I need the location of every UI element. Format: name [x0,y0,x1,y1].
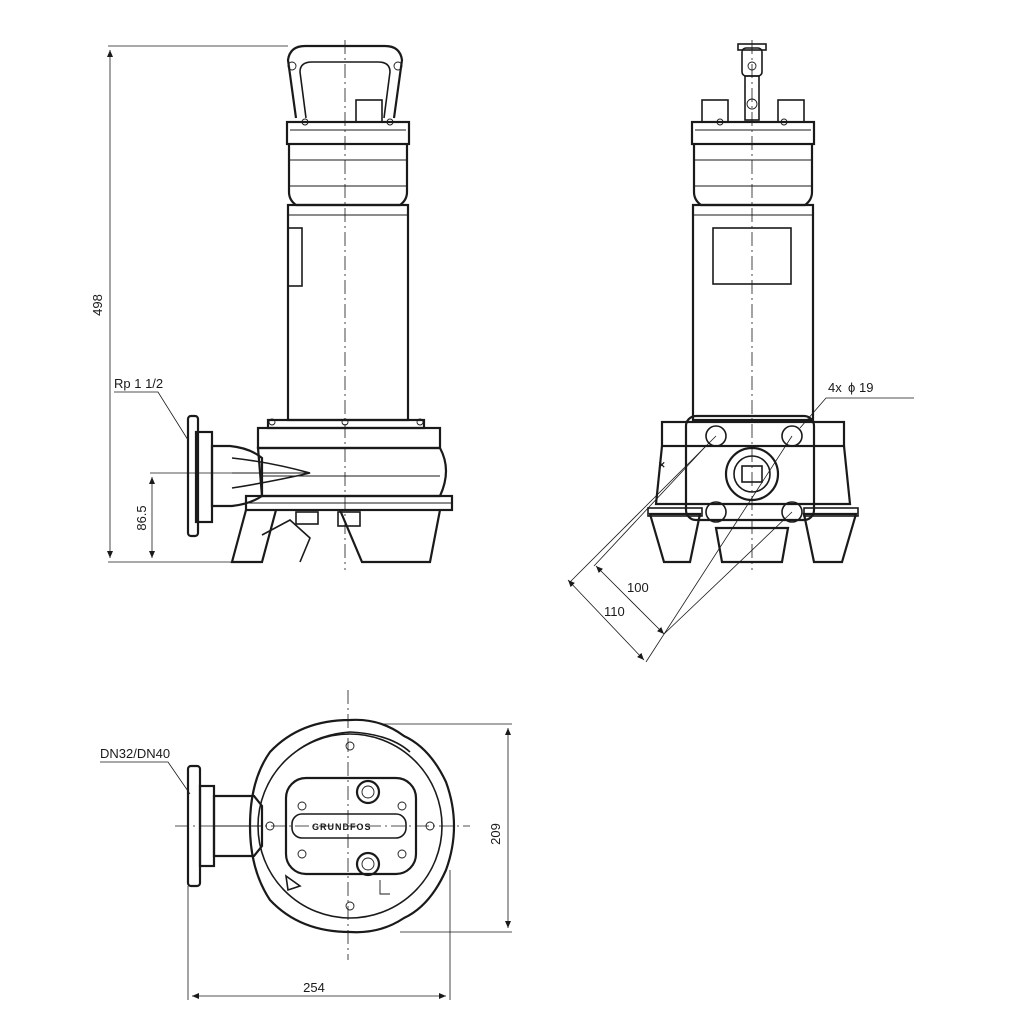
label-flange-size: DN32/DN40 [100,746,170,761]
dim-plan-depth: 209 [488,823,503,845]
label-diameter-symbol: ϕ [848,380,855,395]
front-view: ✕ 4x ϕ 19 100 110 [567,40,914,663]
dim-overall-height: 498 [90,294,105,316]
nameplate-side [287,227,303,287]
plan-view: GRUNDFOS DN32/DN40 209 [100,690,512,1000]
dim-plan-width: 254 [303,980,325,995]
discharge-flange [186,414,311,538]
label-holes-count: 4x [828,380,842,395]
rim-text-band [297,731,411,753]
logo-plan: GRUNDFOS [312,822,372,832]
logo-front: ✕ [658,460,667,470]
mounting-holes [705,425,803,523]
dim-outlet-height: 86.5 [134,505,149,530]
side-view: 498 86.5 Rp 1 1/2 [90,40,454,570]
nameplate-front [712,227,792,285]
label-discharge-thread: Rp 1 1/2 [114,376,163,391]
dim-hole-spacing-outer: 110 [604,604,625,619]
dim-hole-spacing-inner: 100 [627,580,649,595]
lifting-handle [286,44,404,119]
label-hole-diameter: 19 [859,380,873,395]
